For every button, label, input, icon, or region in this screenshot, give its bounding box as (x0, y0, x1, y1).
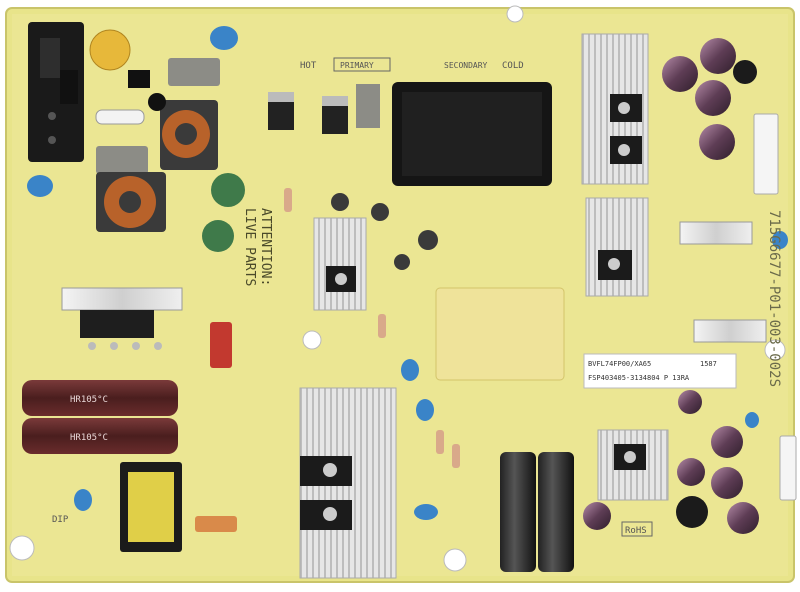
output-capacitors (662, 38, 757, 160)
y-capacitor (74, 489, 92, 511)
transistor (268, 92, 294, 130)
heatsink (299, 387, 397, 579)
label-serial: FSP403405-3134804 P 13RA (588, 374, 690, 382)
electrolytic-capacitor (394, 254, 410, 270)
mounting-hole (764, 339, 786, 361)
capacitor-rating: HR105°C (70, 395, 108, 405)
attention-label: ATTENTION: (258, 208, 273, 286)
thermistor (202, 220, 234, 252)
heatsink (585, 197, 649, 297)
mounting-hole (443, 548, 467, 572)
thermistor (211, 173, 245, 207)
electrolytic-capacitor (538, 452, 574, 572)
electrolytic-capacitor (371, 203, 389, 221)
common-mode-choke (160, 100, 218, 170)
resistor (284, 188, 460, 468)
label-code: 1587 (700, 360, 717, 368)
part-number: 715G6677-P01-003-002S (766, 210, 782, 387)
transistor (322, 96, 348, 134)
label-model: BVFL74FP00/XA65 (588, 360, 651, 368)
ac-input-connector (28, 22, 84, 162)
bulk-capacitor: HR105°C (22, 418, 178, 454)
svg-text:RoHS: RoHS (625, 526, 647, 536)
x-capacitor (168, 58, 220, 86)
capacitor-rating: HR105°C (70, 433, 108, 443)
secondary-label: SECONDARY (444, 61, 488, 70)
varistor (89, 29, 131, 71)
mounting-hole (506, 5, 524, 23)
standby-transformer (120, 462, 182, 552)
y-capacitor (401, 359, 419, 381)
heatsink (581, 33, 649, 185)
electrolytic-capacitor (418, 230, 438, 250)
heatsink (313, 217, 367, 311)
bulk-capacitor: HR105°C (22, 380, 178, 416)
y-capacitor (210, 26, 238, 50)
primary-label: PRIMARY (340, 61, 374, 70)
output-connector (779, 435, 797, 501)
heatsink (597, 429, 669, 501)
hot-label: HOT (300, 61, 317, 71)
output-capacitors (583, 390, 759, 534)
main-transformer (392, 82, 552, 186)
film-capacitor (210, 322, 232, 368)
svg-text:715G6677-P01-003-002S: 715G6677-P01-003-002S (766, 210, 782, 387)
heatsink (61, 287, 183, 311)
electrolytic-capacitor (500, 452, 536, 572)
cold-label: COLD (502, 61, 524, 71)
mounting-hole (302, 330, 322, 350)
dip-label: DIP (52, 515, 69, 525)
y-capacitor (416, 399, 434, 421)
y-capacitor (27, 175, 53, 197)
pfc-inductor (435, 287, 565, 381)
common-mode-choke (96, 172, 166, 232)
hot-cold-labels: HOT PRIMARY SECONDARY COLD (300, 57, 524, 72)
y-capacitor (414, 504, 438, 520)
output-connector (753, 113, 779, 195)
y-capacitor (772, 231, 788, 249)
heatsink (693, 319, 767, 343)
x-capacitor (96, 146, 148, 174)
mounting-hole (9, 535, 35, 561)
fuse (95, 109, 145, 125)
component-leads (88, 342, 162, 350)
y-capacitor (745, 412, 759, 428)
live-parts-label: LIVE PARTS (242, 208, 257, 286)
heatsink (679, 221, 753, 245)
rohs-mark: RoHS (621, 521, 653, 537)
attention-warning: ATTENTION: LIVE PARTS (242, 208, 273, 286)
electrolytic-capacitor (331, 193, 349, 211)
label-sticker: BVFL74FP00/XA65 1587 FSP403405-3134804 P… (583, 353, 737, 389)
